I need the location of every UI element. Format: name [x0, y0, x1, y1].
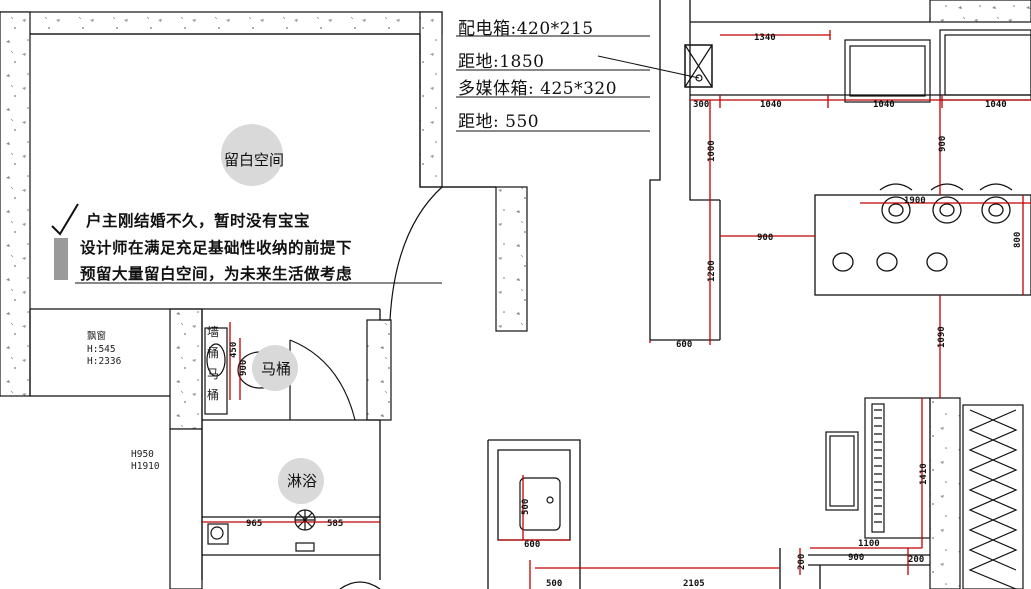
dim-200-b: 200 [908, 555, 924, 565]
design-note-line3: 预留大量留白空间，为未来生活做考虑 [80, 265, 353, 283]
dim-965: 965 [246, 519, 262, 529]
dim-900-top: 900 [938, 136, 948, 152]
shower-label: 淋浴 [287, 472, 318, 490]
kitchen-cabinets [684, 29, 1031, 103]
dim-2105: 2105 [683, 579, 705, 589]
design-note-line1: 户主刚结婚不久，暂时没有宝宝 [86, 212, 311, 230]
shower-marker [278, 458, 324, 504]
toilet-label: 马桶 [261, 360, 292, 378]
dim-500-bottom: 500 [546, 579, 562, 589]
dimension-lines [202, 30, 1031, 589]
dim-600-sink: 600 [524, 540, 540, 550]
dim-1340: 1340 [754, 33, 776, 43]
dim-1090: 1090 [937, 326, 947, 348]
bay-window-label: 飘窗 [87, 331, 107, 342]
toilet-marker [252, 345, 298, 391]
check-icon [51, 203, 79, 280]
dim-1200: 1200 [707, 260, 717, 282]
media-box-height: 距地: 550 [458, 112, 540, 132]
design-note-line2: 设计师在满足充足基础性收纳的前提下 [80, 239, 353, 257]
wall-label-char-2: 桶 [207, 346, 220, 360]
wall-label-char-3: 马 [207, 367, 220, 381]
dim-1040-a: 1040 [760, 100, 782, 110]
wall-label-char-1: 墙 [207, 325, 220, 339]
bay-window-h1: H:545 [87, 344, 116, 355]
panel-box-size: 配电箱:420*215 [458, 19, 594, 39]
wall-vertical-label: 墙 桶 马 桶 [207, 322, 219, 406]
dim-1040-c: 1040 [985, 100, 1007, 110]
panel-box-height: 距地:1850 [458, 52, 545, 72]
tall-cabinet [825, 397, 1024, 589]
dim-600-left: 600 [676, 340, 692, 350]
dim-1900: 1900 [904, 196, 926, 206]
kitchen-island [814, 183, 1031, 296]
dim-1100: 1100 [858, 539, 880, 549]
window-height-1: H950 [131, 449, 154, 460]
dim-450: 450 [229, 342, 239, 358]
dim-800: 800 [1013, 232, 1023, 248]
leader-lines [75, 35, 700, 284]
dim-1040-b: 1040 [873, 100, 895, 110]
dim-900-mid: 900 [757, 233, 773, 243]
blank-space-label: 留白空间 [224, 151, 285, 169]
dim-900-bottom: 900 [848, 553, 864, 563]
media-box-size: 多媒体箱: 425*320 [458, 79, 618, 99]
blank-space-marker [221, 124, 283, 186]
window-height-2: H1910 [131, 461, 160, 472]
dim-585: 585 [327, 519, 343, 529]
dim-500-sink: 500 [521, 499, 531, 515]
bathroom-fixtures [204, 327, 561, 552]
bay-window-h2: H:2336 [87, 356, 122, 367]
dim-1000: 1000 [707, 140, 717, 162]
dim-900-wc: 900 [239, 360, 249, 376]
dim-1410: 1410 [919, 463, 929, 485]
dim-300: 300 [693, 100, 709, 110]
interior-lines [29, 0, 1031, 589]
wall-label-char-4: 桶 [207, 388, 220, 402]
dim-200-a: 200 [797, 554, 807, 570]
